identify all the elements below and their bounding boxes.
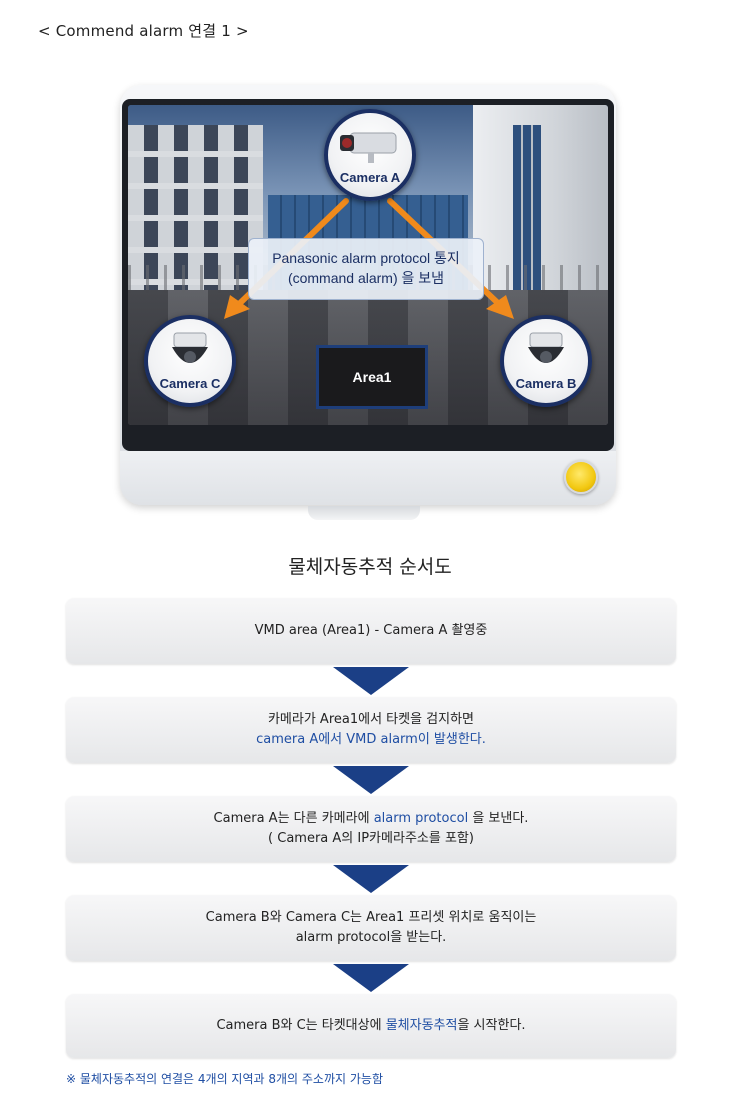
building-right-windows [513, 125, 541, 290]
down-arrow-icon [333, 964, 409, 992]
flow-step-5-line1-highlight: 물체자동추적 [385, 1018, 458, 1033]
flow-step-2-line1: 카메라가 Area1에서 타켓을 검지하면 [267, 712, 475, 727]
camera-a-badge: Camera A [324, 109, 416, 201]
down-arrow-icon [333, 766, 409, 794]
dome-camera-icon [528, 332, 564, 363]
down-arrow-icon [333, 667, 409, 695]
camera-b-badge: Camera B [500, 315, 592, 407]
camera-b-label: Camera B [515, 376, 577, 391]
flow-step-2-line2: camera A에서 VMD alarm이 발생한다. [256, 732, 486, 747]
monitor-screen: Camera A Camera C Camera B Panasonic ala… [128, 105, 608, 425]
alarm-message-line1: Panasonic alarm protocol 통지 [272, 250, 460, 266]
flow-step-3-line1: Camera A는 다른 카메라에 alarm protocol 을 보낸다. [214, 809, 529, 829]
flow-step-3-line2: ( Camera A의 IP카메라주소를 포함) [268, 831, 474, 846]
arrowhead-camera-c [224, 295, 250, 319]
flow-step-3-line1-highlight: alarm protocol [373, 811, 469, 826]
area1-box: Area1 [316, 345, 428, 409]
flow-step-5-line1-post: 을 시작한다. [457, 1018, 526, 1033]
flow-step-5: Camera B와 C는 타켓대상에 물체자동추적을 시작한다. [66, 994, 676, 1058]
camera-c-badge: Camera C [144, 315, 236, 407]
alarm-message-box: Panasonic alarm protocol 통지 (command ala… [248, 238, 484, 300]
monitor-chin [120, 451, 616, 505]
monitor-illustration: Camera A Camera C Camera B Panasonic ala… [120, 85, 616, 505]
flow-step-5-line1-pre: Camera B와 C는 타켓대상에 [216, 1018, 386, 1033]
footnote: ※ 물체자동추적의 연결은 4개의 지역과 8개의 주소까지 가능함 [66, 1072, 383, 1086]
down-arrow-icon [333, 865, 409, 893]
flow-step-4-line1: Camera B와 Camera C는 Area1 프리셋 위치로 움직이는 [205, 910, 537, 925]
dome-camera-icon [172, 332, 208, 363]
flow-step-4-line2: alarm protocol을 받는다. [295, 930, 447, 945]
flow-step-2: 카메라가 Area1에서 타켓을 검지하면 camera A에서 VMD ala… [66, 697, 676, 763]
box-camera-icon [340, 132, 397, 163]
flow-step-4: Camera B와 Camera C는 Area1 프리셋 위치로 움직이는 a… [66, 895, 676, 961]
flow-step-1-text: VMD area (Area1) - Camera A 촬영중 [254, 623, 488, 638]
flow-step-3: Camera A는 다른 카메라에 alarm protocol 을 보낸다. … [66, 796, 676, 862]
page-heading: < Commend alarm 연결 1 > [38, 22, 249, 40]
flow-step-1: VMD area (Area1) - Camera A 촬영중 [66, 598, 676, 664]
building-left-floors [128, 125, 263, 290]
arrowhead-camera-b [486, 295, 514, 319]
flow-step-3-line1-pre: Camera A는 다른 카메라에 [213, 811, 374, 826]
monitor-stand [308, 506, 420, 520]
flow-title: 물체자동추적 순서도 [288, 556, 452, 578]
alarm-message-line2: (command alarm) 을 보냄 [287, 270, 445, 286]
flow-step-3-line1-post: 을 보낸다. [468, 811, 529, 826]
flow-step-5-line1: Camera B와 C는 타켓대상에 물체자동추적을 시작한다. [216, 1016, 525, 1036]
power-button-icon [564, 460, 598, 494]
camera-c-label: Camera C [159, 376, 221, 391]
camera-a-label: Camera A [339, 170, 401, 185]
